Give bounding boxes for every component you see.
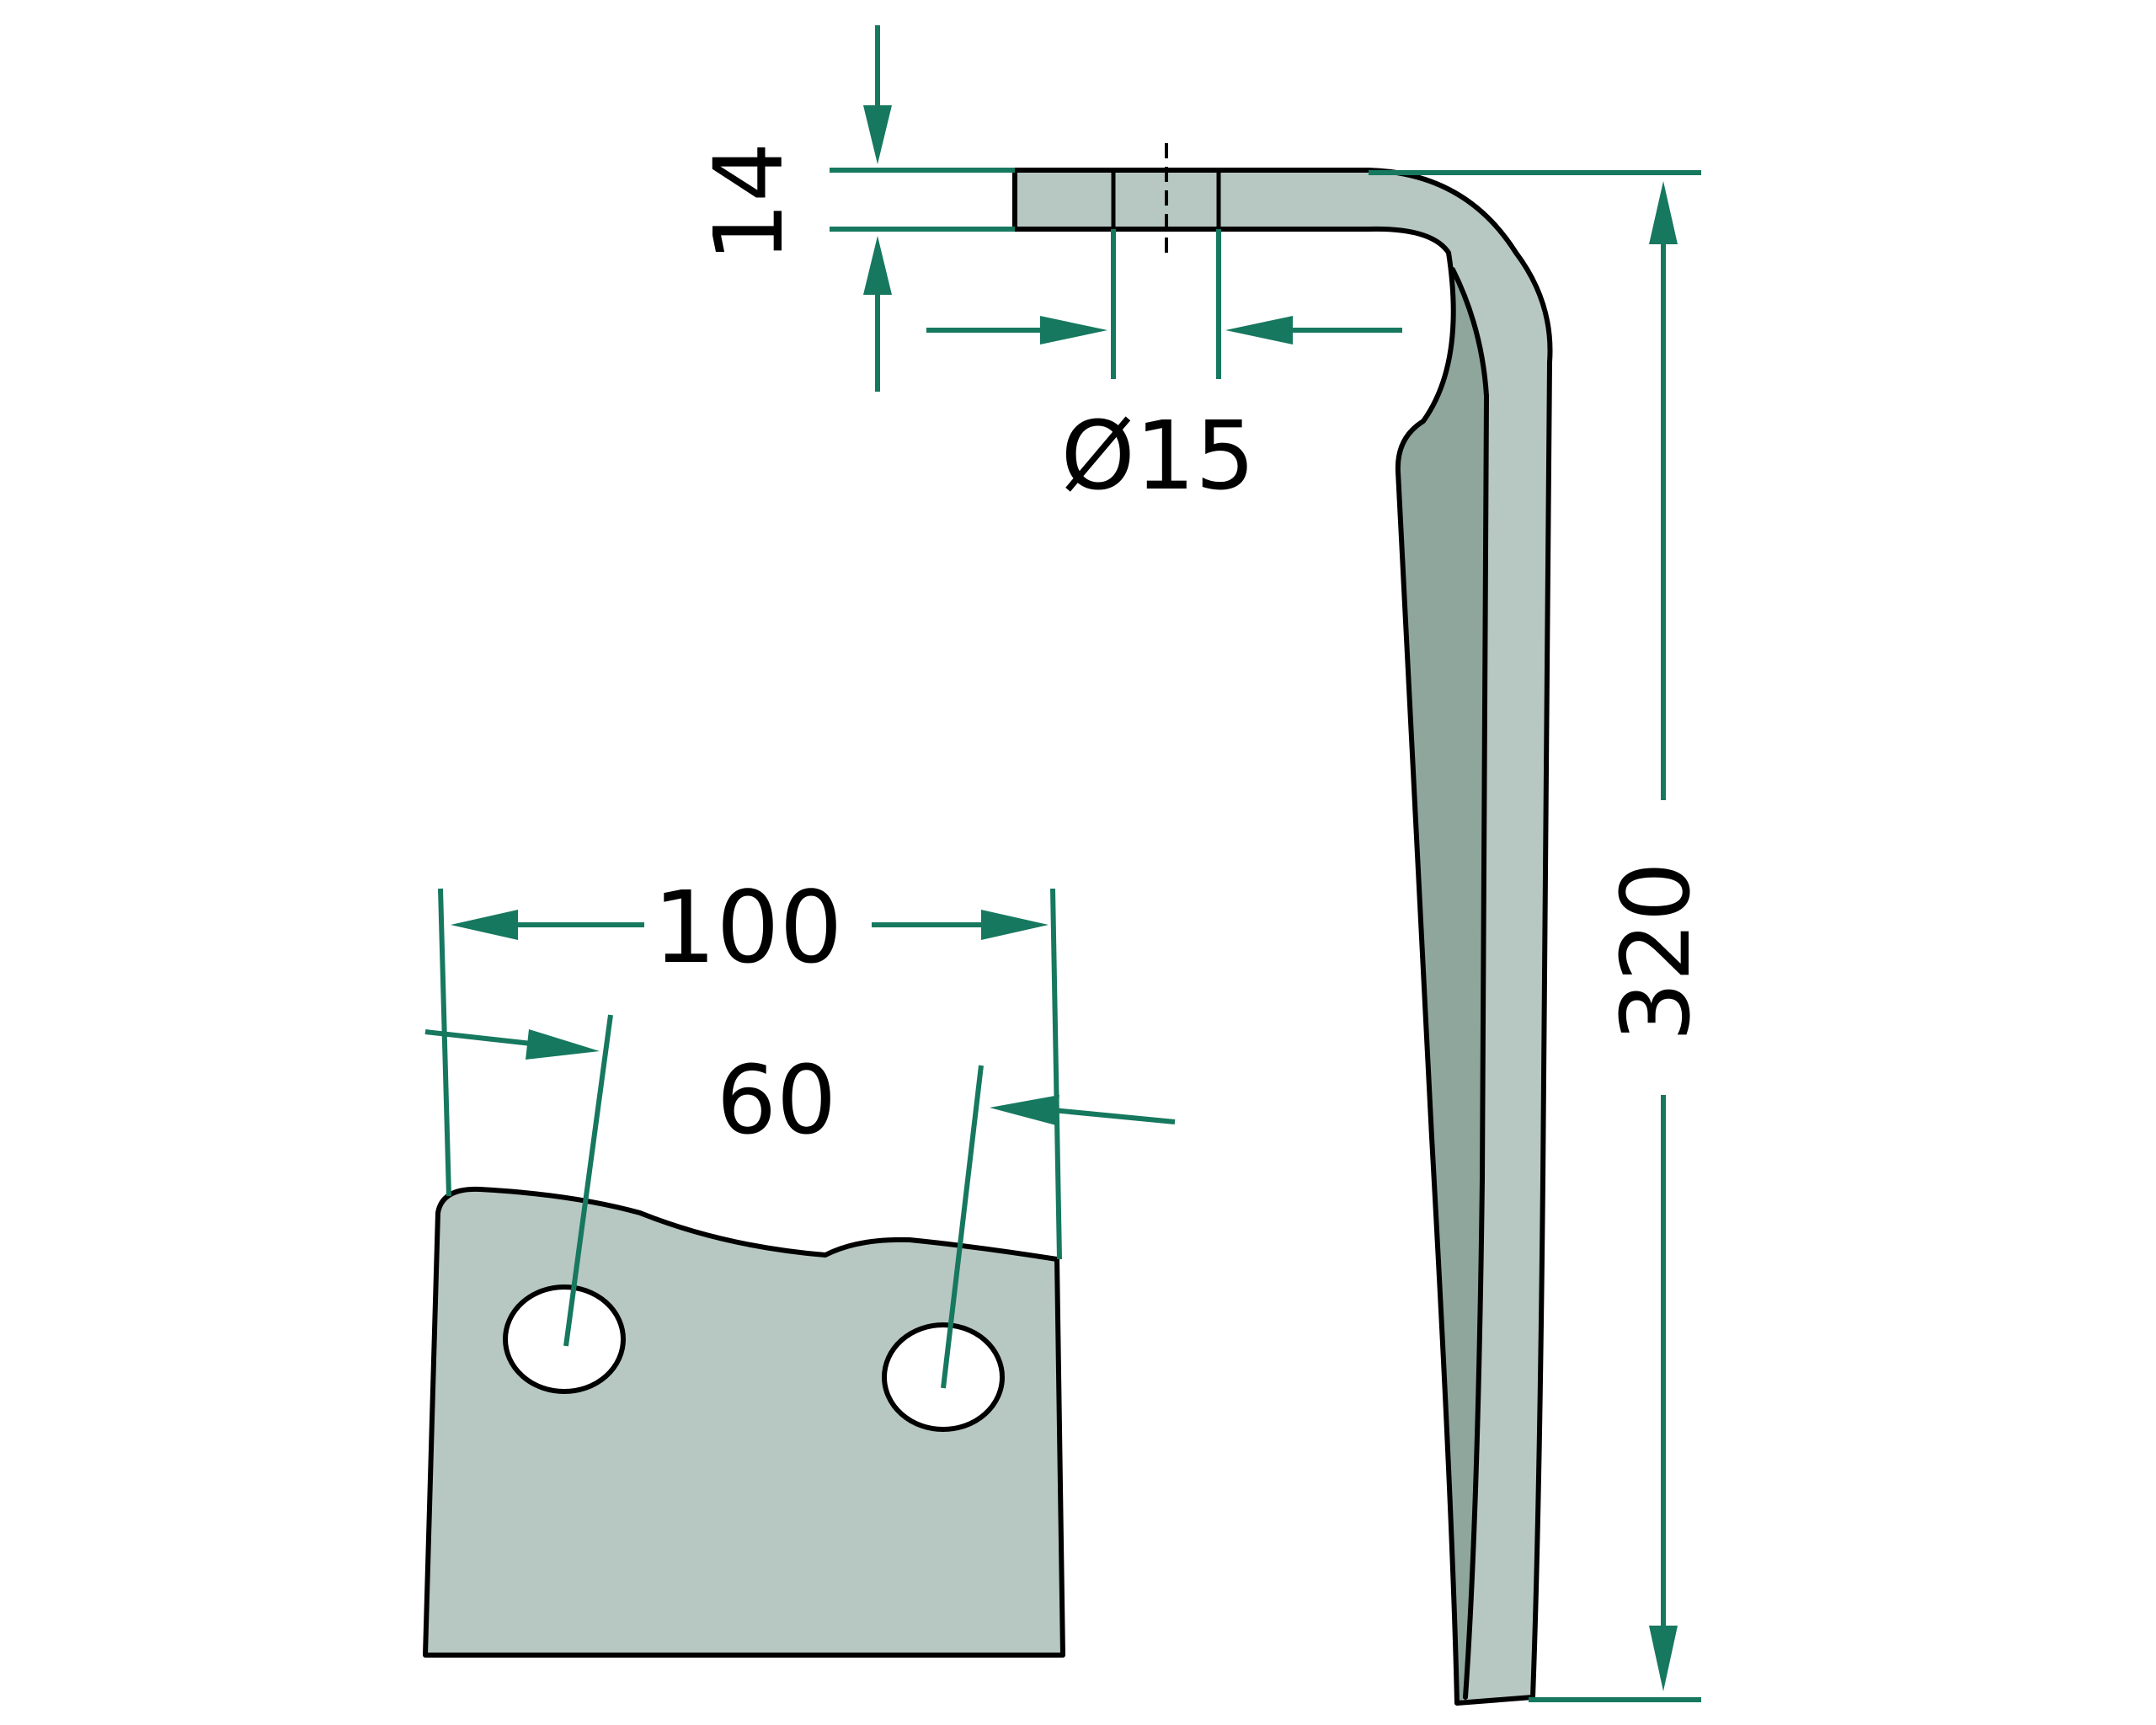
mounting-hole-left (503, 1284, 626, 1394)
thickness-label: 14 (695, 142, 804, 263)
spacing-line-left-hole (563, 1014, 613, 1347)
hole-arrow-right-head (1225, 316, 1293, 344)
width-arrow-right-head (981, 910, 1049, 940)
blade-side-inner-edge (1450, 267, 1489, 1700)
hole-spacing-label: 60 (717, 1046, 837, 1156)
width-extension-left (438, 888, 451, 1197)
height-arrow-bottom-head (1649, 1626, 1678, 1691)
side-view (1012, 143, 1553, 1706)
front-view (423, 1186, 1065, 1658)
height-label: 320 (1602, 862, 1711, 1042)
blade-side-shadow (1399, 270, 1486, 1703)
spacing-arrow-left-line (424, 1029, 540, 1047)
thickness-arrow-bottom-head (863, 236, 892, 295)
width-label: 100 (653, 869, 842, 985)
blade-side-outline (1012, 168, 1553, 1706)
spacing-arrow-right-line (1052, 1108, 1176, 1124)
dimension-hole-spacing: 60 (424, 1014, 1176, 1389)
spacing-arrow-left-head (526, 1029, 600, 1060)
height-arrow-top-head (1649, 181, 1678, 244)
dimension-hole-diameter: Ø15 (926, 229, 1402, 511)
thickness-arrow-top-head (863, 105, 892, 164)
spacing-line-right-hole (941, 1065, 984, 1389)
dimension-height: 320 (1369, 170, 1711, 1702)
dimension-width: 100 (438, 869, 1062, 1260)
hole-arrow-left-head (1040, 316, 1107, 344)
dimension-thickness: 14 (695, 25, 1015, 392)
hole-diameter-label: Ø15 (1061, 402, 1256, 511)
width-extension-right (1050, 888, 1062, 1260)
width-arrow-left-head (451, 910, 518, 940)
spacing-arrow-right-head (990, 1095, 1059, 1125)
